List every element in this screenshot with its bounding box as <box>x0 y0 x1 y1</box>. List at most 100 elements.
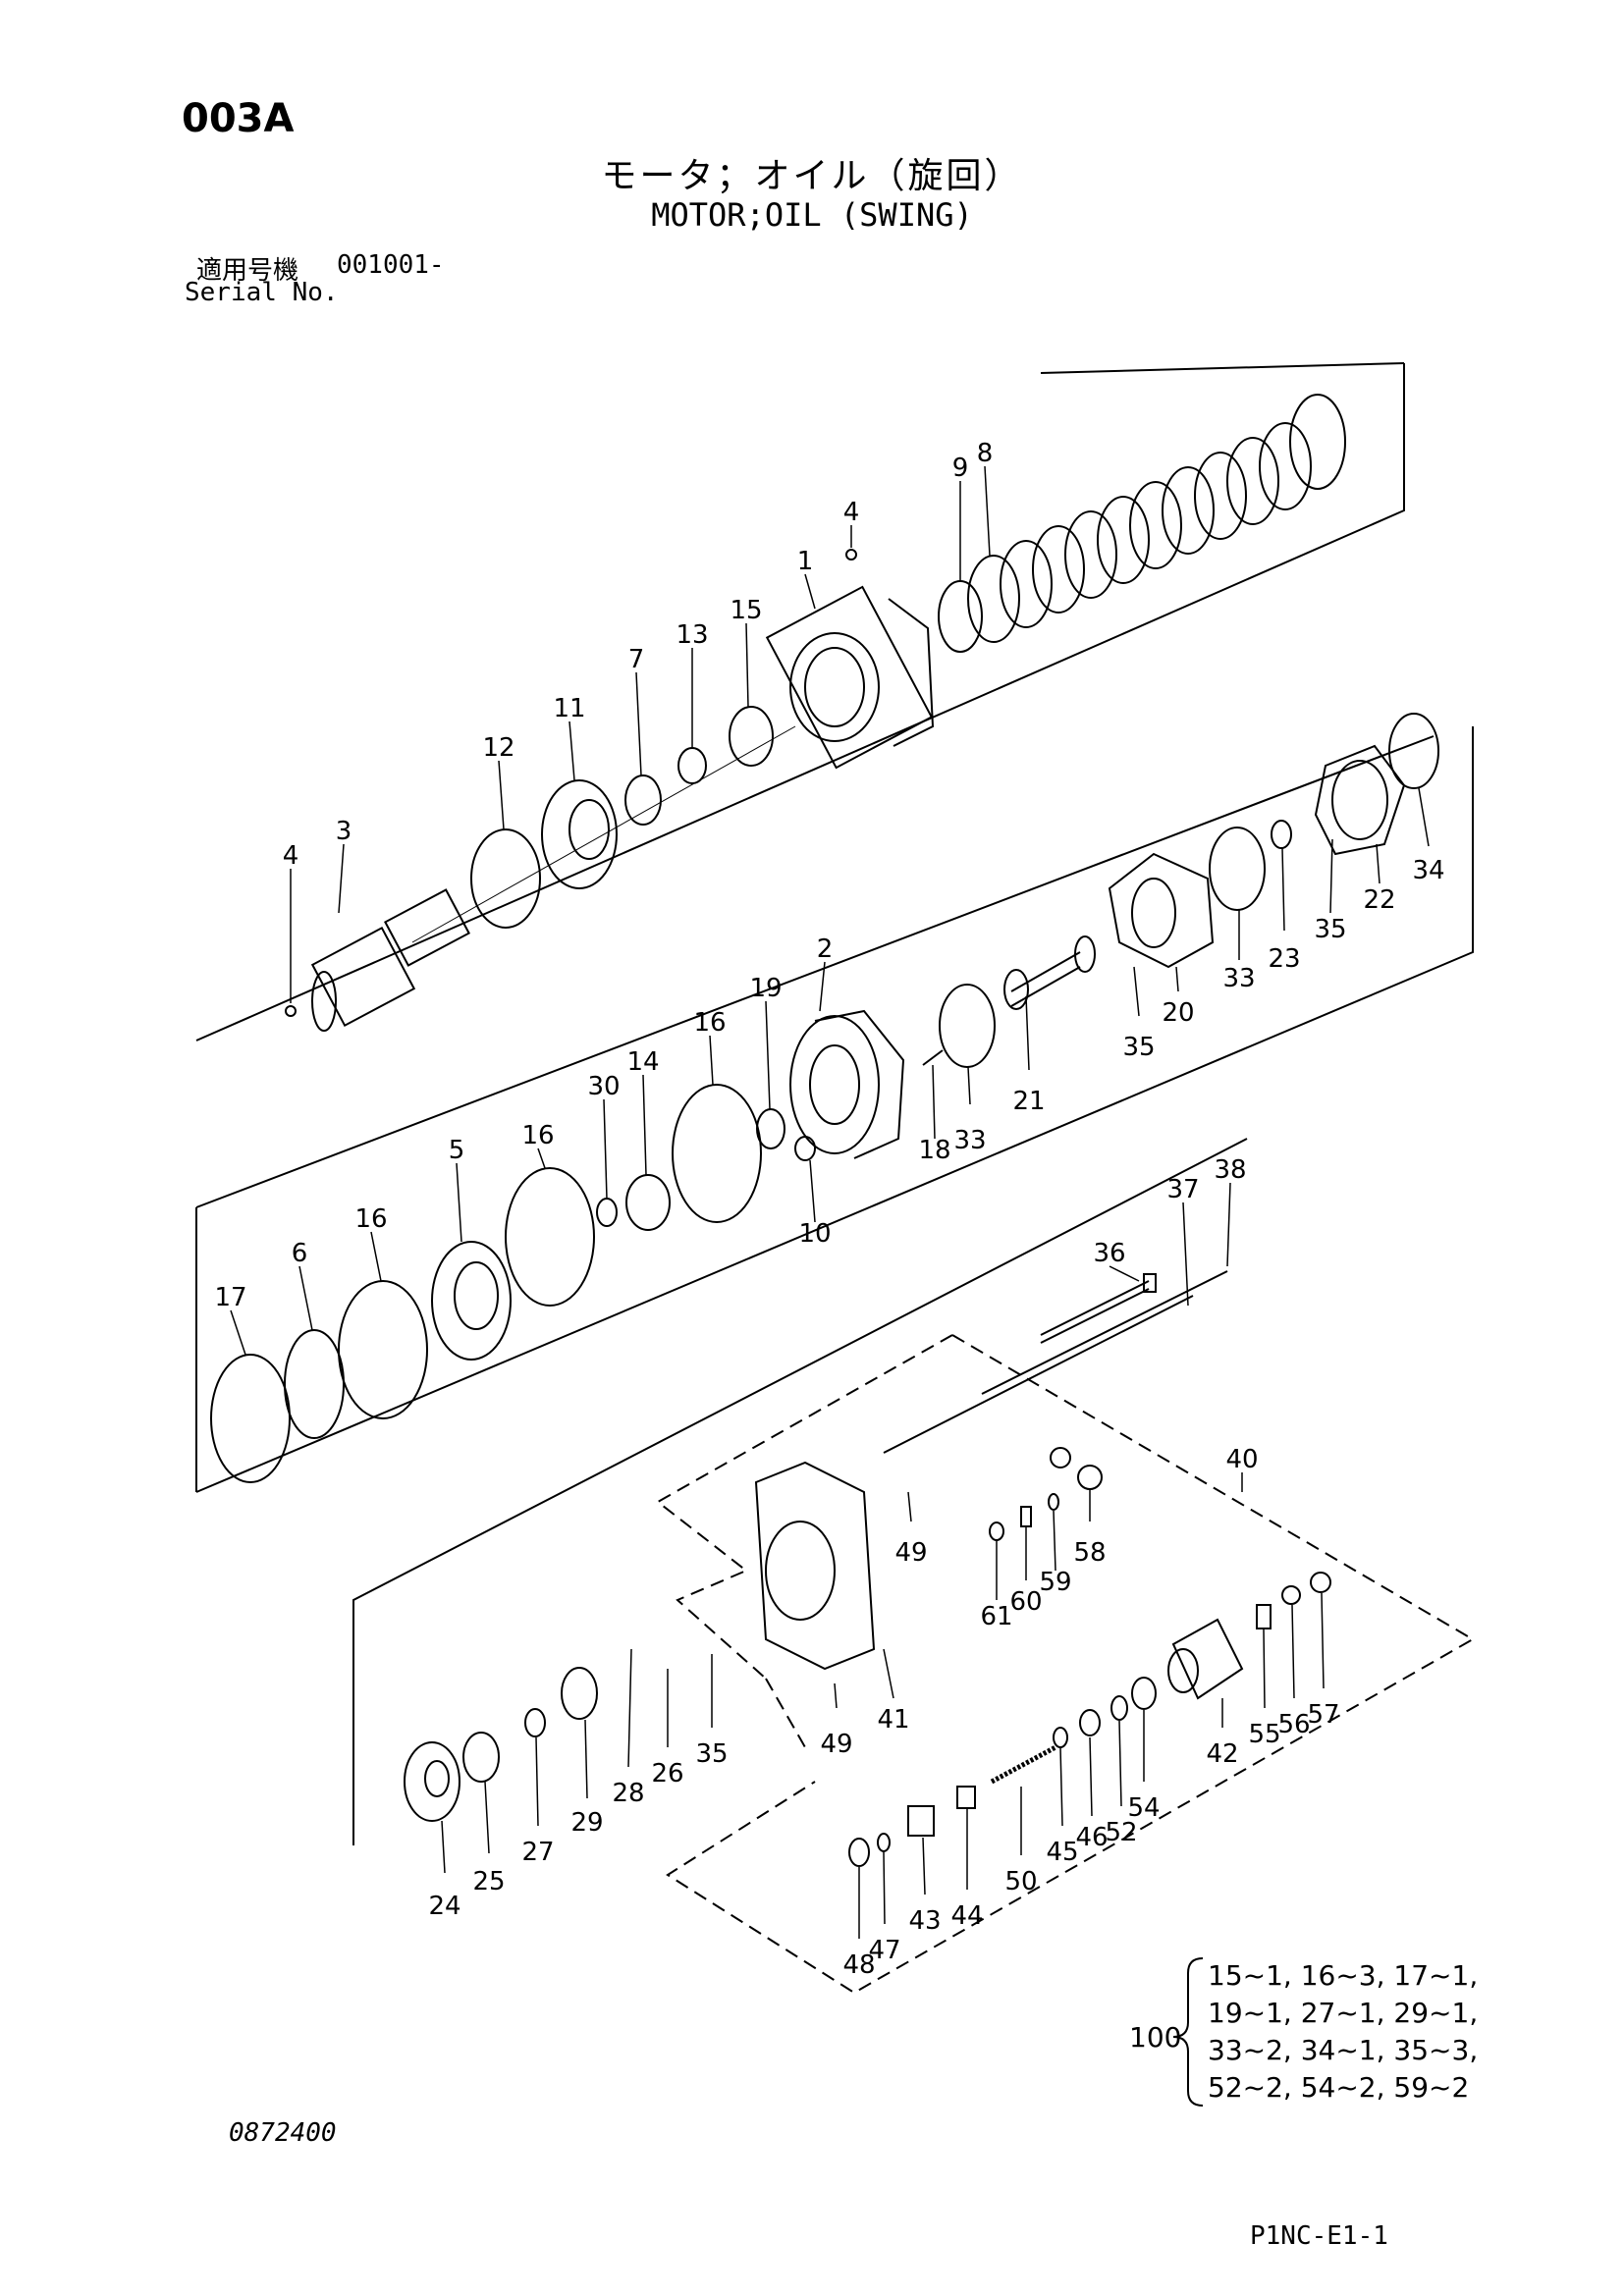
part-36-bolt <box>1040 1273 1157 1344</box>
callout-49: 49 <box>820 1730 852 1759</box>
callout-59: 59 <box>1039 1568 1071 1597</box>
kit-line: 33~2, 34~1, 35~3, <box>1208 2034 1478 2066</box>
part-60-screw <box>1020 1506 1032 1527</box>
callout-56: 56 <box>1277 1710 1310 1739</box>
kit-line: 19~1, 27~1, 29~1, <box>1208 1997 1478 2029</box>
part-34-oring <box>1388 713 1439 789</box>
leader-lines <box>230 465 1430 1939</box>
part-47-ring <box>877 1833 891 1852</box>
part-42-valve-body <box>1167 1618 1244 1700</box>
part-23-check <box>1271 820 1292 849</box>
callout-16: 16 <box>354 1204 387 1234</box>
drawing-number: 0872400 <box>229 2118 337 2148</box>
part-58-plug-b <box>1050 1447 1071 1468</box>
part-12-snap-ring <box>470 828 541 929</box>
part-33-oring-b <box>939 984 996 1068</box>
kit-contents: 15~1, 16~3, 17~1, 19~1, 27~1, 29~1, 33~2, … <box>1208 1959 1478 2104</box>
part-3-shaft <box>310 888 470 1032</box>
part-2-cylinder-block <box>789 1009 905 1159</box>
part-16-oring-c <box>338 1280 428 1419</box>
callout-35: 35 <box>1314 915 1346 944</box>
part-55-screw <box>1256 1604 1272 1629</box>
callout-48: 48 <box>842 1950 875 1980</box>
callout-labels: 1234456789101112131415161616171819202122… <box>214 439 1444 1980</box>
serial-label-english: Serial No. <box>185 278 339 307</box>
part-19-ring <box>756 1108 785 1149</box>
callout-34: 34 <box>1412 856 1444 885</box>
part-46-piston <box>1079 1709 1101 1736</box>
part-59-oring <box>1048 1493 1059 1511</box>
callout-33: 33 <box>953 1126 986 1155</box>
page-code: 003A <box>182 96 295 141</box>
callout-49: 49 <box>894 1538 927 1568</box>
callout-11: 11 <box>553 694 585 723</box>
part-48-ring <box>848 1838 870 1867</box>
callout-18: 18 <box>918 1136 950 1165</box>
kit-line: 15~1, 16~3, 17~1, <box>1208 1959 1478 1992</box>
callout-43: 43 <box>908 1906 941 1936</box>
callout-52: 52 <box>1105 1818 1137 1847</box>
callout-21: 21 <box>1012 1087 1045 1116</box>
kit-group <box>1172 1957 1204 2107</box>
callout-38: 38 <box>1214 1155 1246 1185</box>
part-61-ball <box>989 1522 1004 1541</box>
part-56-nut <box>1281 1585 1301 1605</box>
kit-number: 100 <box>1129 2021 1181 2054</box>
part-21-shaft <box>1003 935 1096 1010</box>
callout-37: 37 <box>1166 1175 1199 1204</box>
part-17-oring <box>210 1354 291 1483</box>
callout-35: 35 <box>695 1739 728 1769</box>
part-33-oring-a <box>1209 827 1266 911</box>
callout-19: 19 <box>749 974 782 1003</box>
valve-subassembly-frame <box>656 1334 1475 1995</box>
part-20-valve-plate <box>1108 852 1215 969</box>
callout-46: 46 <box>1075 1823 1108 1852</box>
kit-brace <box>1172 1957 1204 2107</box>
part-30-ring <box>596 1198 618 1227</box>
callout-20: 20 <box>1162 998 1194 1028</box>
callout-26: 26 <box>651 1759 683 1789</box>
callout-42: 42 <box>1206 1739 1238 1769</box>
part-37-pin <box>883 1295 1194 1454</box>
part-58-plug <box>1077 1465 1103 1490</box>
part-1-housing <box>765 585 935 770</box>
callout-44: 44 <box>950 1901 983 1931</box>
callout-60: 60 <box>1009 1587 1042 1617</box>
part-54-oring <box>1131 1677 1157 1710</box>
callout-33: 33 <box>1222 964 1255 993</box>
part-7-collar <box>624 774 662 826</box>
part-43-plug <box>907 1805 935 1837</box>
callout-23: 23 <box>1268 944 1300 974</box>
section-frame-bottom <box>352 1138 1248 1845</box>
callout-40: 40 <box>1225 1445 1258 1474</box>
part-16-oring-a <box>672 1084 762 1223</box>
callout-29: 29 <box>570 1808 603 1838</box>
part-10-spring <box>794 1136 816 1161</box>
callout-3: 3 <box>336 817 352 846</box>
part-44-plug <box>956 1786 976 1809</box>
section-frame-middle <box>195 726 1474 1493</box>
part-15-oring <box>729 706 774 767</box>
part-6-ring <box>284 1329 345 1439</box>
callout-14: 14 <box>626 1047 659 1077</box>
part-5-piston <box>431 1241 512 1361</box>
callout-1: 1 <box>797 547 814 576</box>
section-frame-top <box>195 362 1405 1041</box>
part-24-retainer <box>404 1741 460 1822</box>
title-japanese: モータ；オイル（旋回） <box>601 156 1023 196</box>
part-45-seat <box>1053 1727 1068 1748</box>
part-52-ring <box>1110 1695 1128 1721</box>
callout-57: 57 <box>1307 1700 1339 1730</box>
callout-12: 12 <box>482 733 514 763</box>
callout-41: 41 <box>877 1705 909 1735</box>
callout-24: 24 <box>428 1892 460 1921</box>
part-14-bearing <box>625 1174 671 1231</box>
part-50-spring <box>990 1744 1057 1785</box>
callout-36: 36 <box>1093 1239 1125 1268</box>
friction-plates <box>938 394 1346 653</box>
part-38-pin <box>981 1270 1228 1395</box>
title-english: MOTOR;OIL (SWING) <box>651 196 973 234</box>
callout-47: 47 <box>868 1936 900 1965</box>
part-16-oring-b <box>505 1167 595 1307</box>
part-41-valve-block <box>754 1461 876 1671</box>
